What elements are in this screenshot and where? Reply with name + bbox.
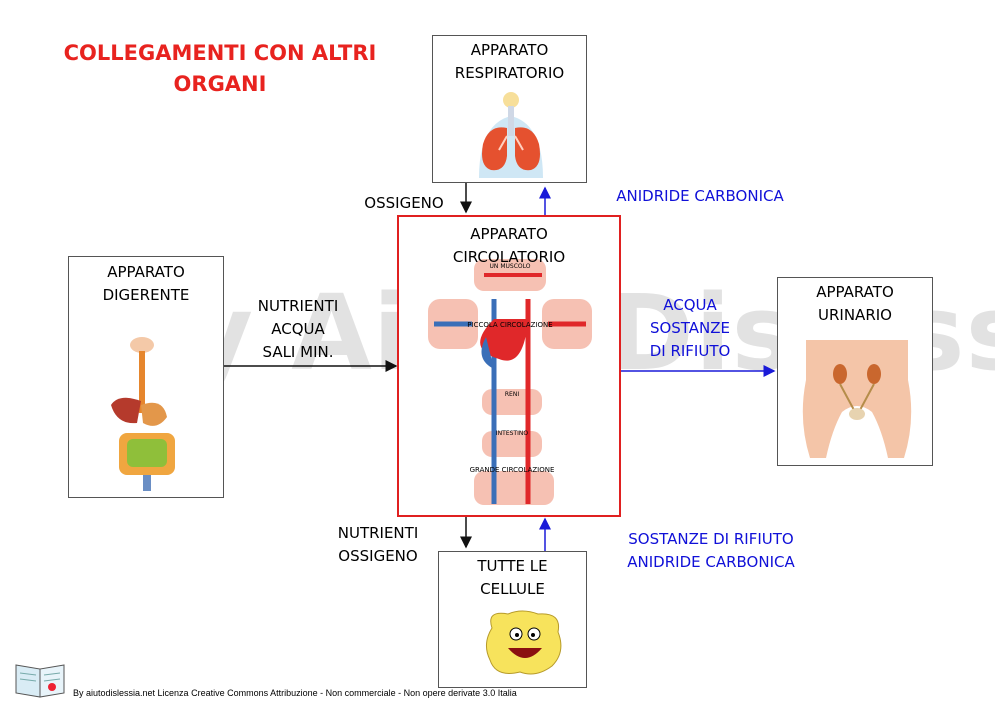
book-logo-icon [15,664,65,698]
to-cells-label: NUTRIENTI OSSIGENO [318,522,438,568]
nutrients-label: NUTRIENTI ACQUA SALI MIN. [238,295,358,364]
circulation-diagram: UN MUSCOLO PICCOLA CIRCOLAZIONE RENI INT… [428,259,592,505]
respiratory-label-line2: RESPIRATORIO [454,64,565,82]
cells-label-line1: TUTTE LE [477,557,548,575]
digestive-system-box: APPARATO DIGERENTE [68,256,224,498]
respiratory-system-box: APPARATO RESPIRATORIO [432,35,587,183]
circulatory-label-line2: CIRCOLATORIO [452,248,566,266]
to-cells-line2: OSSIGENO [338,547,418,565]
oxygen-label: OSSIGENO [364,194,444,212]
title-line2: ORGANI [173,72,267,96]
to-cells-line1: NUTRIENTI [337,524,419,542]
urinary-flow-line1: ACQUA [663,296,717,314]
nutrients-line3: SALI MIN. [262,343,334,361]
circ-small-circulation-label: PICCOLA CIRCOLAZIONE [467,321,552,329]
cells-label-line2: CELLULE [480,580,545,598]
respiratory-label-line1: APPARATO [470,41,549,59]
footer-license-text: By aiutodislessia.net Licenza Creative C… [73,688,517,698]
cells-box: TUTTE LE CELLULE [438,551,587,688]
title-line1: COLLEGAMENTI CON ALTRI [63,41,377,65]
smiling-cell-illustration [486,610,562,675]
circ-large-circulation-label: GRANDE CIRCOLAZIONE [470,466,555,474]
urinary-system-box: APPARATO URINARIO [777,277,933,466]
from-cells-line2: ANIDRIDE CARBONICA [627,553,795,571]
co2-label: ANIDRIDE CARBONICA [616,187,784,205]
circ-intestine-label: INTESTINO [496,430,528,437]
nutrients-line1: NUTRIENTI [257,297,339,315]
circulatory-label-line1: APPARATO [470,225,548,243]
urinary-label-line1: APPARATO [816,283,894,301]
digestive-label-line2: DIGERENTE [102,286,190,304]
lungs-illustration [479,92,543,178]
urinary-flow-line2: SOSTANZE [649,319,731,337]
circ-top-label: UN MUSCOLO [490,263,531,270]
digestive-illustration [111,337,175,491]
digestive-label-line1: APPARATO [107,263,185,281]
urinary-label-line2: URINARIO [818,306,892,324]
page-title: COLLEGAMENTI CON ALTRI ORGANI [40,38,400,100]
from-cells-label: SOSTANZE DI RIFIUTO ANIDRIDE CARBONICA [598,528,824,574]
from-cells-line1: SOSTANZE DI RIFIUTO [628,530,794,548]
nutrients-line2: ACQUA [271,320,325,338]
urinary-illustration [802,340,912,458]
urinary-flow-line3: DI RIFIUTO [649,342,731,360]
urinary-flow-label: ACQUA SOSTANZE DI RIFIUTO [630,294,750,363]
circulatory-system-box: APPARATO CIRCOLATORIO UN MUSCOLO PICCOLA… [397,215,621,517]
circ-kidneys-label: RENI [505,391,519,398]
